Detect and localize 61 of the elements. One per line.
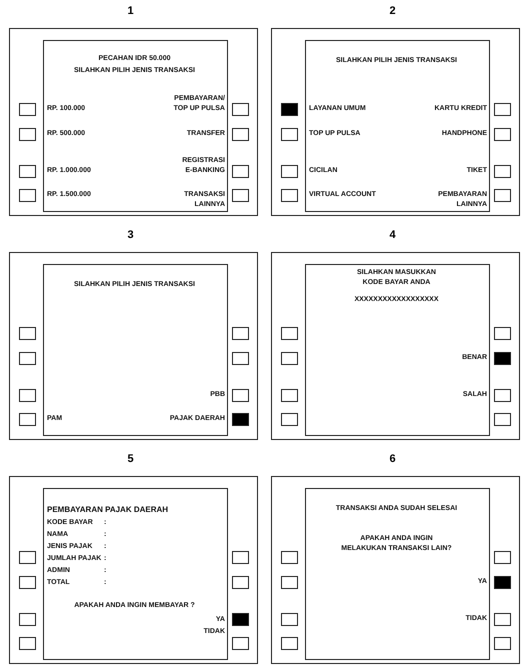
- side-button: [281, 613, 298, 626]
- side-button: [281, 165, 298, 178]
- panel-number: 3: [126, 229, 135, 242]
- side-button: [281, 352, 298, 365]
- side-button: [19, 613, 36, 626]
- atm-screen: [305, 40, 490, 212]
- side-button: [19, 551, 36, 564]
- side-button: [19, 327, 36, 340]
- side-button: [19, 103, 36, 116]
- side-button: [19, 576, 36, 589]
- side-button: [494, 165, 511, 178]
- side-button: [232, 576, 249, 589]
- panel-number: 4: [388, 229, 397, 242]
- panel-number: 1: [126, 5, 135, 18]
- side-button: [494, 128, 511, 141]
- side-button: [232, 613, 249, 626]
- side-button: [232, 327, 249, 340]
- screen-text: PEMBAYARAN PAJAK DAERAH: [47, 505, 168, 515]
- atm-screen: [43, 488, 228, 660]
- side-button: [232, 189, 249, 202]
- side-button: [19, 165, 36, 178]
- side-button: [19, 128, 36, 141]
- side-button: [281, 413, 298, 426]
- atm-screen: [305, 488, 490, 660]
- side-button: [494, 576, 511, 589]
- side-button: [494, 352, 511, 365]
- side-button: [232, 103, 249, 116]
- side-button: [494, 103, 511, 116]
- panel-number: 5: [126, 453, 135, 466]
- side-button: [281, 551, 298, 564]
- atm-screen: [43, 40, 228, 212]
- side-button: [19, 352, 36, 365]
- side-button: [19, 189, 36, 202]
- side-button: [232, 413, 249, 426]
- side-button: [494, 637, 511, 650]
- side-button: [232, 637, 249, 650]
- side-button: [494, 551, 511, 564]
- side-button: [281, 128, 298, 141]
- side-button: [281, 189, 298, 202]
- side-button: [494, 327, 511, 340]
- atm-screen: [43, 264, 228, 436]
- side-button: [19, 637, 36, 650]
- side-button: [232, 389, 249, 402]
- side-button: [281, 103, 298, 116]
- atm-screen: [305, 264, 490, 436]
- side-button: [281, 327, 298, 340]
- side-button: [232, 551, 249, 564]
- panel-number: 2: [388, 5, 397, 18]
- side-button: [281, 637, 298, 650]
- side-button: [494, 613, 511, 626]
- side-button: [232, 165, 249, 178]
- side-button: [494, 413, 511, 426]
- side-button: [494, 189, 511, 202]
- side-button: [19, 413, 36, 426]
- side-button: [232, 128, 249, 141]
- side-button: [281, 576, 298, 589]
- side-button: [19, 389, 36, 402]
- side-button: [494, 389, 511, 402]
- side-button: [281, 389, 298, 402]
- panel-number: 6: [388, 453, 397, 466]
- side-button: [232, 352, 249, 365]
